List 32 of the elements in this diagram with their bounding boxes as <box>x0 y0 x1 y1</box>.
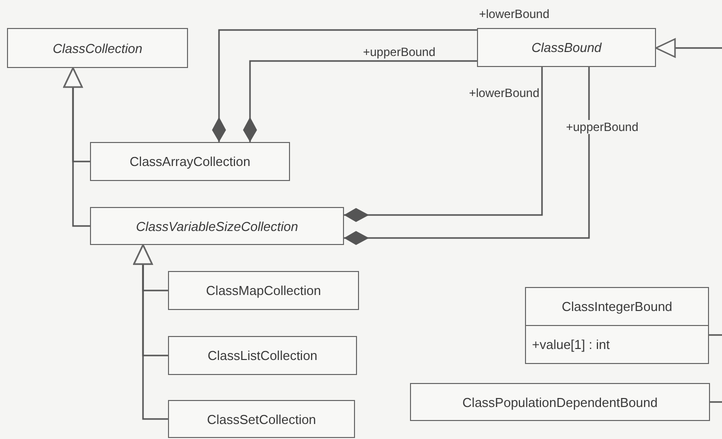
role-label: +upperBound <box>362 45 436 59</box>
class-box <box>168 271 359 310</box>
class-name: ClassListCollection <box>208 348 318 363</box>
class-name: ClassSetCollection <box>206 412 316 426</box>
role-label: +lowerBound <box>468 86 540 100</box>
generalization-arrow <box>63 67 90 227</box>
class-box <box>168 400 355 438</box>
class-name: ClassVariableSizeCollection <box>136 218 298 234</box>
attribute-text: +value[1] : int <box>532 337 610 352</box>
role-label: +upperBound <box>565 120 640 134</box>
composition-line <box>212 29 477 142</box>
composition-line <box>344 67 543 222</box>
class-box <box>90 142 290 181</box>
class-box <box>477 28 656 67</box>
role-label: +lowerBound <box>478 7 550 21</box>
generalization-arrow <box>133 244 168 420</box>
class-name: ClassCollection <box>52 40 142 56</box>
generalization-arrow <box>655 38 722 58</box>
class-box <box>525 287 709 364</box>
connector-line <box>709 334 722 336</box>
class-name: ClassPopulationDependentBound <box>462 394 658 410</box>
class-box <box>7 28 188 68</box>
connector-line <box>710 401 722 403</box>
class-box <box>168 336 357 375</box>
class-name: ClassIntegerBound <box>562 299 672 314</box>
class-name: ClassArrayCollection <box>130 154 250 169</box>
class-name: ClassBound <box>531 40 602 55</box>
class-name: ClassMapCollection <box>206 283 321 298</box>
class-box <box>410 383 710 421</box>
composition-line <box>243 60 477 142</box>
class-box <box>90 207 344 245</box>
composition-line <box>344 67 590 245</box>
